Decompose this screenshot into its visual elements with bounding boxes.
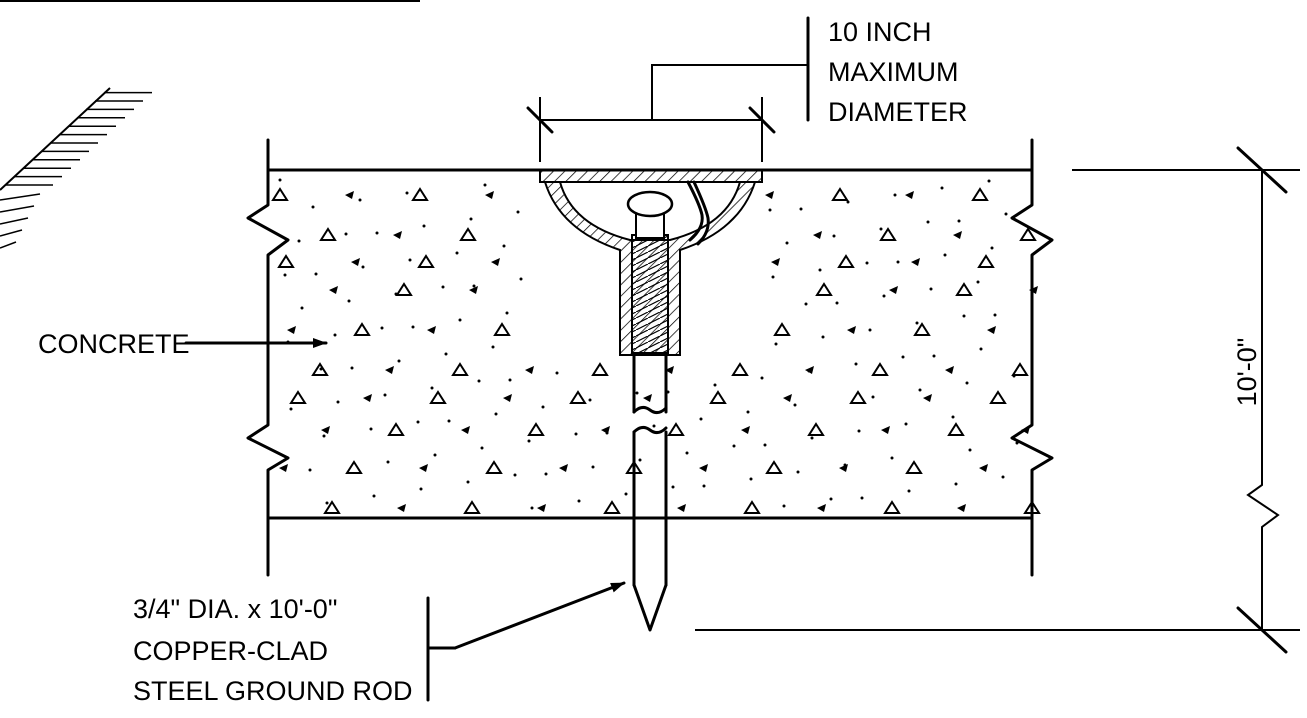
rod-label-line1: 3/4" DIA. x 10'-0"	[133, 594, 337, 624]
rod-label-line3: STEEL GROUND ROD	[133, 676, 413, 706]
depth-dimension	[695, 146, 1300, 654]
ground-rod	[632, 353, 668, 632]
rod-leader	[426, 581, 626, 702]
diameter-label-line1: 10 INCH	[828, 17, 932, 47]
concrete-label: CONCRETE	[38, 329, 190, 359]
diameter-label-line3: DIAMETER	[828, 97, 968, 127]
depth-dimension-label: 10'-0"	[1232, 338, 1262, 407]
diameter-dimension	[526, 16, 810, 162]
slope-hatch	[0, 87, 152, 249]
diameter-label-line2: MAXIMUM	[828, 57, 959, 87]
ground-well-fitting	[539, 169, 763, 356]
rod-label-line2: COPPER-CLAD	[133, 636, 328, 666]
